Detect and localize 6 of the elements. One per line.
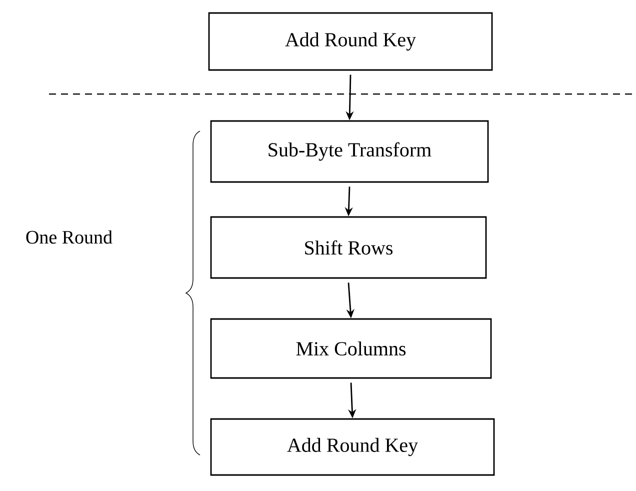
process-box: Sub-Byte Transform [210,120,489,183]
process-box: Add Round Key [208,12,493,71]
process-box: Mix Columns [210,318,492,379]
group-label: One Round [26,230,112,244]
process-box: Add Round Key [210,418,495,476]
process-box: Shift Rows [210,216,487,279]
